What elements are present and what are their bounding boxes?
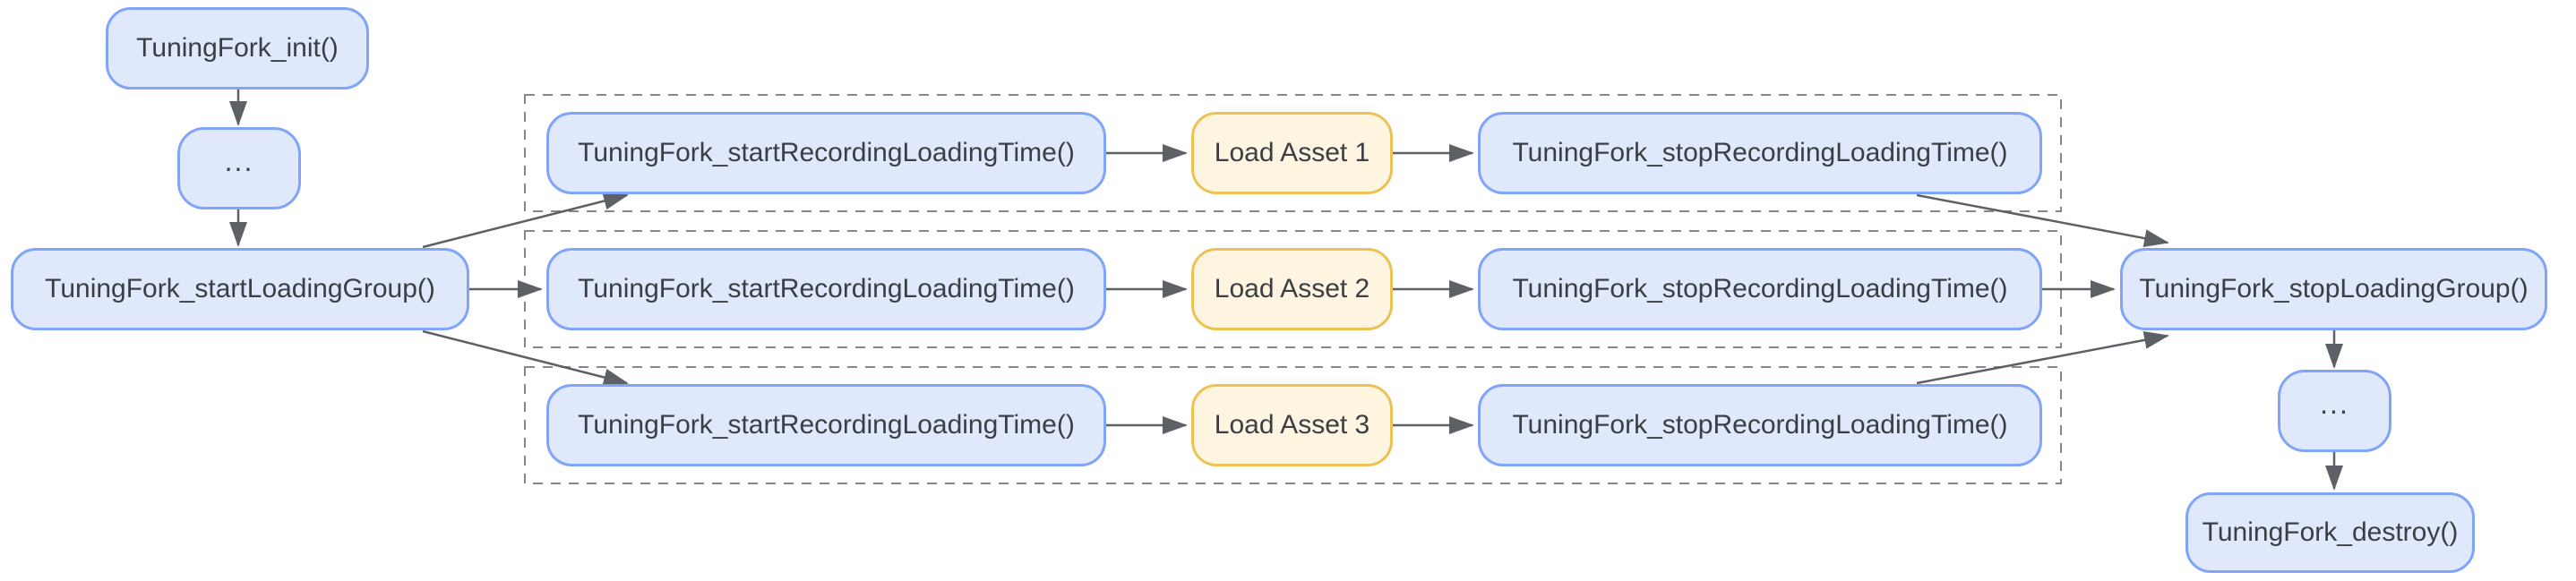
node-ellipsis-top: ... <box>177 127 301 209</box>
node-stop-loading-group: TuningFork_stopLoadingGroup() <box>2120 248 2547 330</box>
node-lane3-load-asset: Load Asset 3 <box>1191 384 1393 466</box>
flow-arrows <box>229 90 2343 491</box>
lane1-outline <box>524 94 2062 212</box>
node-lane2-stop-recording: TuningFork_stopRecordingLoadingTime() <box>1478 248 2042 330</box>
node-lane1-stop-recording: TuningFork_stopRecordingLoadingTime() <box>1478 112 2042 194</box>
lane3-outline <box>524 366 2062 484</box>
node-destroy: TuningFork_destroy() <box>2185 492 2475 573</box>
node-lane1-start-recording: TuningFork_startRecordingLoadingTime() <box>546 112 1106 194</box>
node-init: TuningFork_init() <box>106 7 369 90</box>
node-lane3-stop-recording: TuningFork_stopRecordingLoadingTime() <box>1478 384 2042 466</box>
node-lane3-start-recording: TuningFork_startRecordingLoadingTime() <box>546 384 1106 466</box>
node-ellipsis-bottom: ... <box>2278 370 2391 452</box>
node-start-loading-group: TuningFork_startLoadingGroup() <box>11 248 469 330</box>
ellipsis-top-label: ... <box>224 144 254 177</box>
node-lane2-start-recording: TuningFork_startRecordingLoadingTime() <box>546 248 1106 330</box>
node-lane2-load-asset: Load Asset 2 <box>1191 248 1393 330</box>
node-lane1-load-asset: Load Asset 1 <box>1191 112 1393 194</box>
ellipsis-bottom-label: ... <box>2320 387 2349 420</box>
